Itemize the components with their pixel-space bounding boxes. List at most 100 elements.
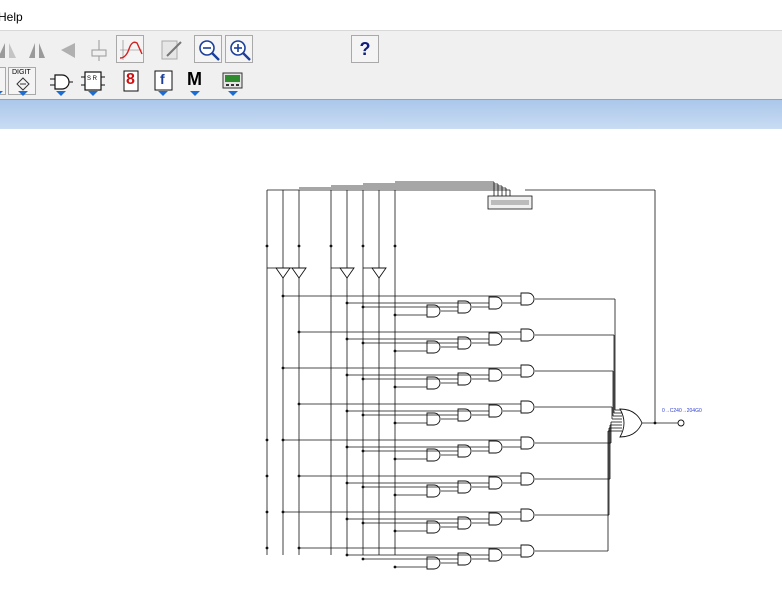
and-gate <box>520 508 535 522</box>
macro-button[interactable]: M <box>180 67 208 96</box>
function-button[interactable]: f <box>148 67 176 96</box>
dropdown-arrow-icon <box>158 91 168 96</box>
dropdown-arrow-icon <box>56 91 66 96</box>
seven-segment-label: 8 <box>126 71 135 88</box>
junction-dot <box>265 438 269 442</box>
help-button[interactable]: ? <box>351 35 379 63</box>
and-gate <box>520 400 535 414</box>
junction-dot <box>297 244 301 248</box>
ground-icon <box>91 40 107 61</box>
circuit-schematic[interactable] <box>0 129 782 589</box>
toolbar: ? DIGIT S R 8 f M <box>0 31 782 100</box>
gate-button[interactable] <box>46 67 74 96</box>
junction-dot <box>265 546 269 550</box>
junction-dot <box>393 457 397 461</box>
junction-dot <box>393 493 397 497</box>
inverter-gate <box>371 267 387 279</box>
probe-button[interactable] <box>156 35 184 63</box>
junction-dot <box>393 421 397 425</box>
and-gate <box>520 364 535 378</box>
junction-dot <box>393 349 397 353</box>
and-gate <box>426 448 441 462</box>
junction-dot <box>393 565 397 569</box>
junction-dot <box>297 474 301 478</box>
and-gate <box>426 484 441 498</box>
inverter-gate <box>339 267 355 279</box>
junction-dot <box>361 557 365 561</box>
and-gate <box>520 292 535 306</box>
instrument-button[interactable] <box>218 67 246 96</box>
junction-dot <box>297 546 301 550</box>
and-gate <box>457 336 472 350</box>
mirror-left-icon <box>0 43 16 58</box>
junction-dot <box>361 413 365 417</box>
and-gate <box>520 328 535 342</box>
digit-icon <box>16 77 30 91</box>
zoom-out-button[interactable] <box>194 35 222 63</box>
and-gate <box>426 412 441 426</box>
flip-vertical-icon <box>61 43 75 58</box>
and-gate <box>457 480 472 494</box>
mirror-horizontal-icon <box>29 43 45 58</box>
seven-segment-icon <box>123 70 139 92</box>
junction-dot <box>653 421 657 425</box>
and-gate <box>488 476 503 490</box>
junction-dot <box>361 305 365 309</box>
dropdown-arrow-icon <box>18 91 28 96</box>
previous-part-button[interactable] <box>0 67 6 96</box>
dropdown-arrow-icon <box>0 91 3 96</box>
mirror-horizontal-button[interactable] <box>22 35 50 63</box>
menu-bar: Help <box>0 0 782 31</box>
junction-dot <box>361 341 365 345</box>
flip-vertical-button[interactable] <box>52 35 80 63</box>
junction-dot <box>345 517 349 521</box>
dropdown-arrow-icon <box>190 91 200 96</box>
and-gate <box>457 444 472 458</box>
dropdown-arrow-icon <box>228 91 238 96</box>
and-gate <box>488 332 503 346</box>
junction-dot <box>265 510 269 514</box>
and-gate <box>426 520 441 534</box>
mirror-left-button[interactable] <box>0 35 18 63</box>
and-gate <box>457 372 472 386</box>
and-gate <box>457 408 472 422</box>
junction-dot <box>361 521 365 525</box>
junction-dot <box>281 438 285 442</box>
inverter-gate <box>291 267 307 279</box>
junction-dot <box>345 409 349 413</box>
junction-dot <box>265 474 269 478</box>
ground-button[interactable] <box>84 35 112 63</box>
workspace-header-band <box>0 100 782 129</box>
flipflop-button[interactable]: S R <box>78 67 106 96</box>
seven-segment-button[interactable]: 8 <box>116 67 144 95</box>
schematic-canvas[interactable] <box>0 129 782 589</box>
waveform-button[interactable] <box>116 35 144 63</box>
dropdown-arrow-icon <box>88 91 98 96</box>
connector-pins <box>491 200 529 205</box>
and-gate-icon <box>50 74 73 90</box>
digit-button[interactable]: DIGIT <box>8 67 36 96</box>
zoom-in-button[interactable] <box>225 35 253 63</box>
junction-dot <box>361 485 365 489</box>
and-gate <box>426 340 441 354</box>
or-gate <box>619 408 643 438</box>
junction-dot <box>345 481 349 485</box>
waveform-icon <box>119 40 143 60</box>
junction-dot <box>345 337 349 341</box>
junction-dot <box>329 244 333 248</box>
and-gate <box>520 436 535 450</box>
zoom-in-icon <box>230 40 251 61</box>
and-gate <box>426 556 441 570</box>
and-gate <box>488 296 503 310</box>
junction-dot <box>265 244 269 248</box>
inverter-gate <box>275 267 291 279</box>
and-gate <box>488 404 503 418</box>
probe-icon <box>161 40 182 60</box>
and-gate <box>426 376 441 390</box>
junction-dot <box>361 377 365 381</box>
function-icon <box>154 70 173 91</box>
function-label: f <box>160 71 165 87</box>
junction-dot <box>361 244 365 248</box>
menu-help[interactable]: Help <box>0 10 23 24</box>
junction-dot <box>361 449 365 453</box>
